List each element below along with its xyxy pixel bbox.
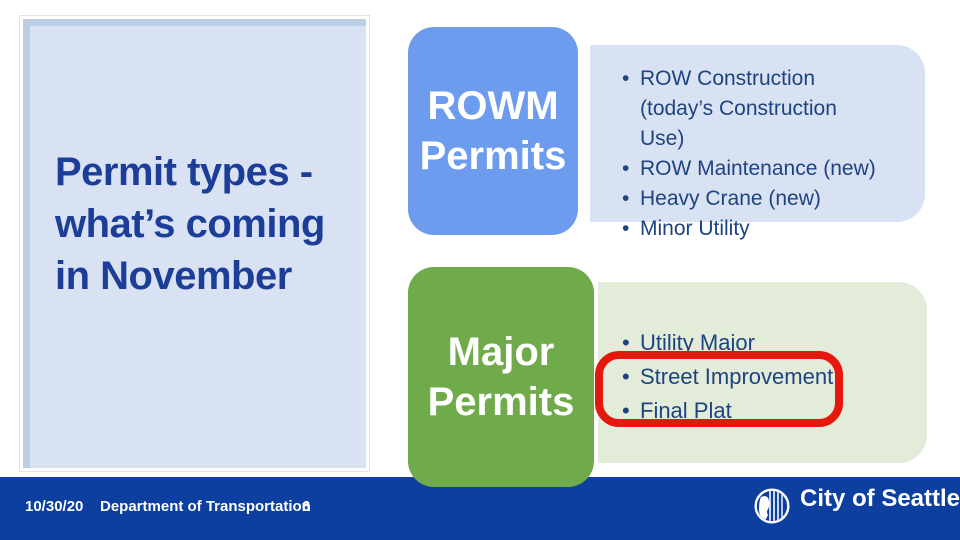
bullet-item: ROW Maintenance (new) [622, 154, 884, 184]
rowm-bullet-list: ROW Construction (today’s Construction U… [622, 64, 884, 244]
shape-label-line: Permits [419, 134, 567, 178]
footer-department: Department of Transportation [100, 498, 311, 515]
footer-logo-text: City of Seattle [800, 485, 960, 512]
city-of-seattle-logo-icon [753, 487, 791, 525]
bullet-item: Utility Major [622, 326, 892, 360]
slide-title-line: in November [55, 254, 292, 298]
slide-title: Permit types - what’s coming in November [55, 146, 355, 302]
rowm-bullet-panel: ROW Construction (today’s Construction U… [590, 45, 925, 244]
rowm-permits-shape: ROWM Permits [408, 27, 578, 235]
slide-title-line: Permit types - [55, 150, 313, 194]
bullet-item: Heavy Crane (new) [622, 184, 884, 214]
major-bullet-panel: Utility Major Street Improvement Final P… [598, 282, 927, 463]
major-bullet-list: Utility Major Street Improvement Final P… [622, 326, 892, 428]
major-permits-shape: Major Permits [408, 267, 594, 487]
bullet-item: ROW Construction (today’s Construction U… [622, 64, 884, 154]
shape-label-line: Permits [427, 380, 575, 424]
footer-page-number: 6 [302, 498, 311, 515]
footer-bar: 10/30/20 Department of Transportation 6 … [0, 477, 960, 540]
bullet-item: Street Improvement [622, 360, 892, 394]
highlight-box [595, 351, 843, 427]
slide-title-line: what’s coming [55, 202, 325, 246]
bullet-item: Minor Utility [622, 214, 884, 244]
shape-label-line: ROWM [427, 84, 559, 128]
shape-label-line: Major [447, 330, 555, 374]
bullet-item: Final Plat [622, 394, 892, 428]
footer-date: 10/30/20 [25, 498, 84, 515]
title-panel [19, 15, 370, 472]
title-panel-inner [23, 19, 366, 468]
